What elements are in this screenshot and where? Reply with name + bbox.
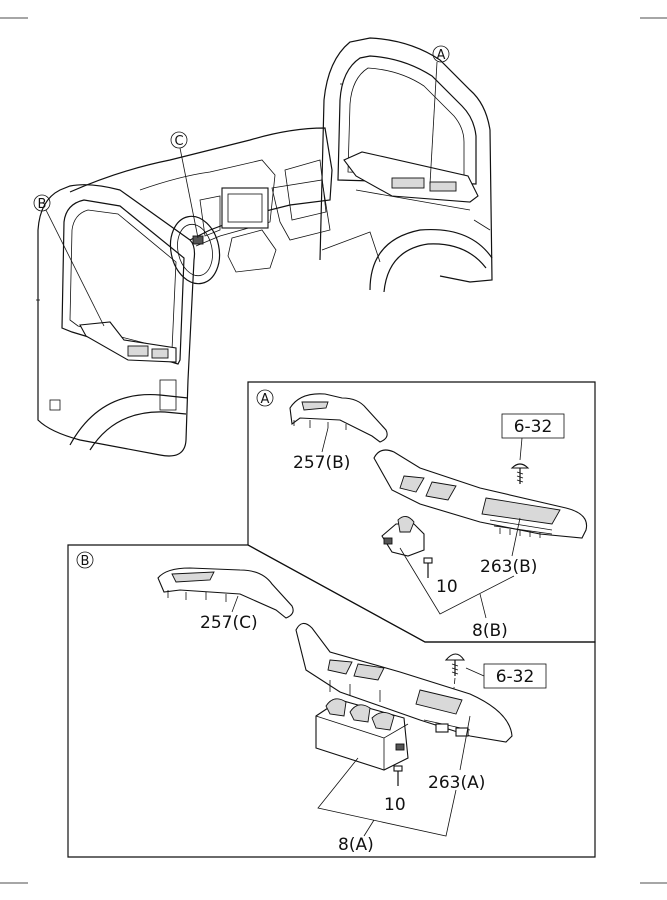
detail-a-assembly-leader — [479, 593, 487, 619]
detail-b-assembly-bracket — [317, 757, 457, 837]
detail-a-ref-leader — [519, 437, 523, 461]
detail-b-bezel-label: 263(A) — [428, 773, 485, 793]
callout-c-label: C — [174, 134, 183, 149]
detail-a-assembly-bracket — [399, 547, 515, 615]
detail-a-assembly-label: 8(B) — [472, 621, 508, 641]
detail-b-frame — [67, 544, 596, 858]
detail-b-ref-box[interactable]: 6-32 — [483, 663, 547, 689]
detail-a-bezel-leader — [511, 517, 521, 557]
callout-a-marker[interactable]: A — [432, 45, 450, 63]
detail-b-assembly-leader — [363, 819, 375, 837]
detail-a-bezel-label: 263(B) — [480, 557, 537, 577]
detail-b-cover-leader — [231, 595, 239, 613]
detail-a-screw — [510, 463, 530, 484]
callout-b-label: B — [38, 197, 47, 212]
detail-b-marker-label: B — [81, 554, 90, 569]
page-corner-marks — [0, 17, 667, 884]
detail-b-bezel-part[interactable] — [295, 622, 513, 743]
detail-b-switch-screw — [393, 765, 403, 786]
cab-overview-illustration — [36, 37, 493, 457]
detail-a-screw-label: 10 — [436, 577, 458, 597]
callout-a-label: A — [437, 48, 446, 63]
detail-a-switch-part[interactable] — [381, 516, 425, 557]
detail-b-screw-label: 10 — [384, 795, 406, 815]
detail-b-bezel-leader — [459, 715, 471, 771]
detail-a-marker-label: A — [261, 392, 270, 407]
callout-b-marker[interactable]: B — [33, 194, 51, 212]
detail-a-cover-leader — [321, 427, 329, 453]
detail-b-marker: B — [76, 551, 94, 569]
detail-a-marker: A — [256, 389, 274, 407]
detail-b-switch-part[interactable] — [315, 698, 409, 771]
detail-b-screw — [444, 653, 466, 676]
detail-a-ref-box[interactable]: 6-32 — [501, 413, 565, 439]
detail-a-cover-label: 257(B) — [293, 453, 350, 473]
detail-a-ref-label: 6-32 — [514, 417, 553, 437]
detail-b-cover-part[interactable] — [157, 567, 294, 619]
cab-callout-leaders — [45, 61, 438, 327]
callout-c-marker[interactable]: C — [170, 131, 188, 149]
detail-a-cover-part[interactable] — [289, 393, 388, 443]
detail-b-ref-leader — [465, 667, 485, 677]
detail-b-ref-label: 6-32 — [496, 667, 535, 687]
detail-b-assembly-label: 8(A) — [338, 835, 374, 855]
detail-b-cover-label: 257(C) — [200, 613, 258, 633]
detail-a-switch-screw — [423, 557, 433, 578]
detail-a-bezel-part[interactable] — [373, 449, 588, 539]
